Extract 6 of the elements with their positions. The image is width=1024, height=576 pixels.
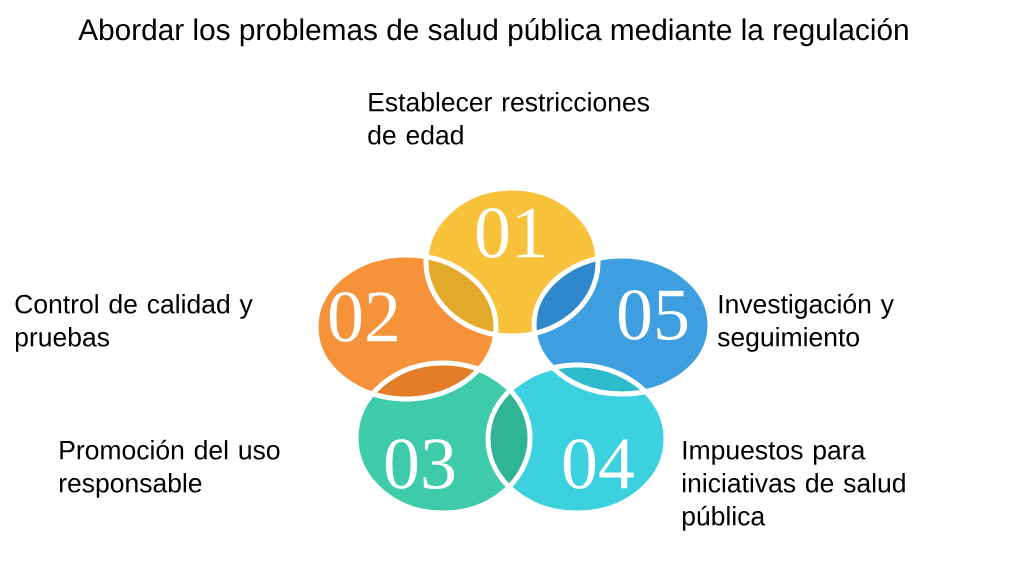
- side-label: Establecer restricciones de edad: [368, 92, 649, 145]
- side-label: Impuestos para iniciativas de salud pública: [682, 441, 905, 531]
- side-label: Promoción del uso responsable: [59, 439, 280, 498]
- title: Abordar los problemas de salud pública mediante la regulación: [78, 18, 908, 47]
- side-label: Control de calidad y pruebas: [15, 294, 253, 352]
- side-label: Investigación y seguimiento: [717, 293, 894, 352]
